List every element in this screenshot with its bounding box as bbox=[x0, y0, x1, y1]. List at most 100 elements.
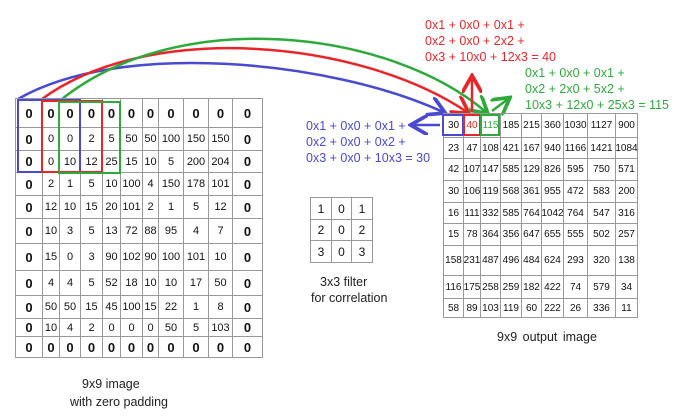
input-grid-cell: 50 bbox=[159, 319, 184, 337]
input-grid-cell: 10 bbox=[60, 196, 81, 219]
input-grid-cell: 0 bbox=[233, 337, 263, 358]
input-grid-cell: 150 bbox=[159, 173, 184, 196]
input-grid-cell: 12 bbox=[43, 196, 60, 219]
input-grid-cell: 5 bbox=[81, 219, 103, 244]
output-grid-cell: 568 bbox=[501, 181, 522, 203]
output-grid-cell: 336 bbox=[588, 299, 616, 318]
output-grid-cell: 175 bbox=[464, 276, 481, 299]
output-grid-cell: 200 bbox=[616, 181, 638, 203]
formula-line: 0x2 + 2x0 + 5x2 + bbox=[525, 82, 625, 96]
input-grid-cell: 8 bbox=[209, 296, 233, 319]
input-grid-cell: 10 bbox=[209, 244, 233, 271]
input-grid-cell: 13 bbox=[103, 219, 121, 244]
input-grid-cell: 0 bbox=[184, 99, 209, 128]
input-grid-cell: 50 bbox=[60, 296, 81, 319]
filter-cell: 2 bbox=[352, 220, 373, 241]
formula-line: 0x1 + 0x0 + 0x1 + bbox=[425, 18, 525, 32]
input-grid-cell: 0 bbox=[233, 99, 263, 128]
red-output-highlight bbox=[463, 114, 481, 136]
input-grid-cell: 102 bbox=[121, 244, 143, 271]
input-grid-cell: 0 bbox=[209, 337, 233, 358]
input-grid-cell: 0 bbox=[16, 219, 43, 244]
input-grid-cell: 52 bbox=[103, 271, 121, 296]
input-grid-cell: 45 bbox=[103, 296, 121, 319]
input-grid-cell: 3 bbox=[81, 244, 103, 271]
output-grid-cell: 1166 bbox=[564, 138, 588, 159]
input-grid-cell: 101 bbox=[121, 196, 143, 219]
formula-line: 0x2 + 0x0 + 0x2 + bbox=[306, 135, 406, 149]
input-grid-cell: 150 bbox=[184, 128, 209, 151]
output-grid-cell: 34 bbox=[616, 276, 638, 299]
output-grid-cell: 11 bbox=[616, 299, 638, 318]
output-grid-cell: 940 bbox=[542, 138, 564, 159]
output-grid-cell: 257 bbox=[616, 224, 638, 246]
input-grid-cell: 50 bbox=[143, 128, 159, 151]
formula-line: 0x1 + 0x0 + 0x1 + bbox=[525, 66, 625, 80]
input-grid-cell: 88 bbox=[143, 219, 159, 244]
input-grid-cell: 0 bbox=[60, 337, 81, 358]
output-grid-cell: 764 bbox=[564, 203, 588, 224]
input-grid-cell: 0 bbox=[233, 151, 263, 173]
input-grid-cell: 90 bbox=[143, 244, 159, 271]
output-grid-cell: 356 bbox=[501, 224, 522, 246]
output-grid-cell: 360 bbox=[542, 114, 564, 138]
output-grid-cell: 1421 bbox=[588, 138, 616, 159]
filter-caption-line1: 3x3 filter bbox=[320, 275, 368, 289]
input-grid-cell: 0 bbox=[16, 173, 43, 196]
input-grid-cell: 95 bbox=[159, 219, 184, 244]
output-grid-cell: 15 bbox=[444, 224, 464, 246]
input-grid-cell: 0 bbox=[233, 296, 263, 319]
formula-line: 0x3 + 10x0 + 12x3 = 40 bbox=[425, 50, 557, 64]
input-grid-cell: 5 bbox=[184, 196, 209, 219]
input-grid-cell: 0 bbox=[143, 337, 159, 358]
output-grid-cell: 30 bbox=[444, 181, 464, 203]
output-grid-cell: 107 bbox=[464, 159, 481, 181]
blue-formula: 0x1 + 0x0 + 0x1 + 0x2 + 0x0 + 0x2 + 0x3 … bbox=[306, 118, 430, 166]
output-grid-cell: 119 bbox=[481, 181, 501, 203]
input-grid-cell: 4 bbox=[43, 271, 60, 296]
output-grid-cell: 47 bbox=[464, 138, 481, 159]
output-grid-cell: 78 bbox=[464, 224, 481, 246]
input-grid-cell: 0 bbox=[233, 244, 263, 271]
output-grid-cell: 955 bbox=[542, 181, 564, 203]
output-grid-cell: 316 bbox=[616, 203, 638, 224]
input-grid-cell: 0 bbox=[43, 337, 60, 358]
output-grid-cell: 487 bbox=[481, 246, 501, 276]
input-grid-cell: 10 bbox=[43, 319, 60, 337]
filter-cell: 1 bbox=[352, 198, 373, 220]
output-grid-cell: 647 bbox=[522, 224, 542, 246]
output-grid-cell: 158 bbox=[444, 246, 464, 276]
input-grid-cell: 4 bbox=[60, 319, 81, 337]
green-formula: 0x1 + 0x0 + 0x1 + 0x2 + 2x0 + 5x2 + 10x3… bbox=[525, 65, 669, 113]
output-grid-cell: 764 bbox=[522, 203, 542, 224]
input-grid-cell: 0 bbox=[209, 99, 233, 128]
input-grid-cell: 0 bbox=[143, 99, 159, 128]
filter-cell: 0 bbox=[332, 220, 352, 241]
output-grid-cell: 1127 bbox=[588, 114, 616, 138]
filter-caption-line2: for correlation bbox=[311, 291, 388, 305]
output-grid-cell: 89 bbox=[464, 299, 481, 318]
output-grid-cell: 484 bbox=[522, 246, 542, 276]
input-grid-cell: 5 bbox=[81, 173, 103, 196]
output-grid-cell: 293 bbox=[564, 246, 588, 276]
output-grid-cell: 502 bbox=[588, 224, 616, 246]
input-grid-cell: 0 bbox=[233, 173, 263, 196]
input-grid-cell: 1 bbox=[184, 296, 209, 319]
output-grid-cell: 138 bbox=[616, 246, 638, 276]
output-grid-cell: 496 bbox=[501, 246, 522, 276]
input-grid-cell: 50 bbox=[209, 271, 233, 296]
input-grid-cell: 100 bbox=[121, 296, 143, 319]
input-grid-cell: 0 bbox=[233, 219, 263, 244]
input-grid-cell: 0 bbox=[184, 337, 209, 358]
filter-cell: 1 bbox=[311, 198, 332, 220]
input-grid-cell: 50 bbox=[121, 128, 143, 151]
input-grid-cell: 100 bbox=[159, 128, 184, 151]
output-grid-cell: 1042 bbox=[541, 203, 564, 224]
output-caption: 9x9 output image bbox=[497, 330, 597, 344]
output-grid-cell: 185 bbox=[501, 114, 522, 138]
output-grid-cell: 422 bbox=[542, 276, 564, 299]
input-grid-cell: 10 bbox=[103, 173, 121, 196]
